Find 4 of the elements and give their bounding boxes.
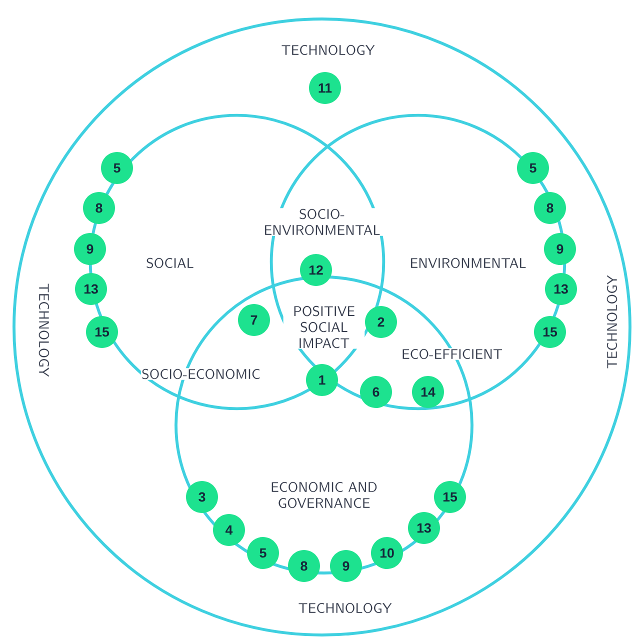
region-label: ECO-EFFICIENT bbox=[400, 348, 504, 360]
region-label: SOCIO-ENVIRONMENTAL bbox=[256, 208, 388, 236]
region-label: SOCIO-ECONOMIC bbox=[140, 368, 262, 380]
region-label: POSITIVE SOCIAL IMPACT bbox=[283, 305, 365, 349]
